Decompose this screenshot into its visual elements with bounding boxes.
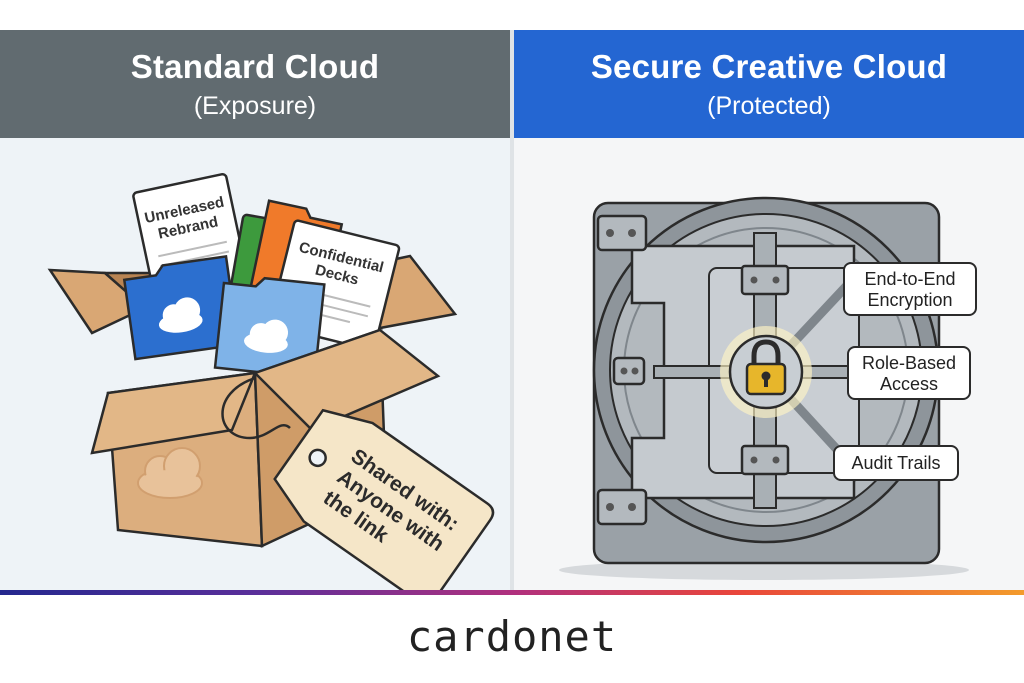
cloud-icon (158, 297, 203, 333)
box-front-left-flap (90, 371, 257, 455)
secure-cloud-subtitle: (Protected) (707, 92, 831, 120)
padlock-icon (745, 339, 787, 396)
label-encryption-line-2: Encryption (867, 290, 952, 310)
label-access-line-1: Role-Based (862, 353, 956, 373)
label-role-based-access: Role-Based Access (847, 346, 971, 400)
standard-cloud-title: Standard Cloud (130, 48, 380, 85)
cloud-icon (244, 319, 289, 353)
standard-cloud-subtitle: (Exposure) (193, 92, 317, 120)
blue-cloud-folder-1 (122, 255, 240, 361)
vault-hinge-bottom (596, 488, 648, 526)
label-end-to-end-encryption: End-to-End Encryption (843, 262, 977, 316)
secure-cloud-header: Secure Creative Cloud (Protected) (514, 30, 1024, 138)
blue-cloud-folder-2 (213, 276, 326, 380)
box-cloud-icon (137, 447, 203, 499)
label-access-line-2: Access (880, 374, 938, 394)
label-encryption-line-1: End-to-End (864, 269, 955, 289)
label-audit-trails: Audit Trails (833, 445, 959, 481)
label-audit-text: Audit Trails (851, 453, 940, 473)
secure-cloud-title: Secure Creative Cloud (590, 48, 948, 85)
box-front-right-flap (252, 328, 441, 432)
tag-string (221, 376, 291, 440)
panel-divider (510, 30, 514, 590)
vault-bracket-top (740, 264, 790, 296)
vault-hinge-top (596, 214, 648, 252)
cardonet-logo: cardonet (406, 612, 618, 661)
vault-shadow (559, 560, 969, 580)
vault-illustration: End-to-End Encryption Role-Based Access … (559, 196, 977, 580)
vault-bracket-bottom (740, 444, 790, 476)
secure-cloud-panel: Secure Creative Cloud (Protected) (514, 30, 1024, 590)
shared-link-tag: Shared with: Anyone with the link (273, 408, 495, 590)
standard-cloud-header: Standard Cloud (Exposure) (0, 30, 510, 138)
open-box-illustration: Unreleased Rebrand Confidential Decks (47, 172, 495, 590)
vault-bolt-left (612, 356, 646, 386)
standard-cloud-panel: Standard Cloud (Exposure) Unreleased Reb… (0, 30, 510, 590)
brand-gradient-bar (0, 590, 1024, 595)
